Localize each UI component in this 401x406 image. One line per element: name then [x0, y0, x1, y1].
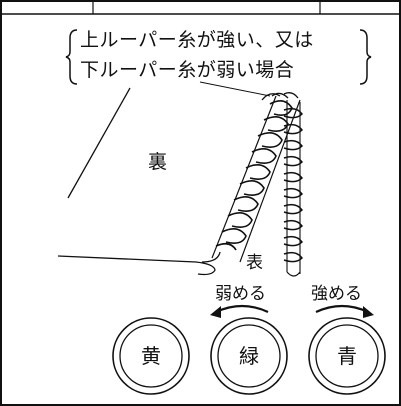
dial-yellow-label: 黄: [141, 344, 161, 368]
weaken-label: 弱める: [215, 284, 266, 304]
dial-green: [210, 317, 288, 395]
caption-leader-line: [199, 81, 271, 97]
looper-stitch-chain: [211, 92, 301, 263]
caption-bracket-right: [359, 29, 372, 85]
caption-line-1: 上ルーパー糸が強い、又は: [80, 29, 314, 51]
fabric-bottom-edge: [57, 255, 216, 276]
caption-line-2: 下ルーパー糸が弱い場合: [80, 59, 295, 81]
back-side-label: 裏: [148, 151, 168, 173]
fabric-corner: [201, 251, 221, 263]
dial-green-label: 緑: [239, 344, 259, 368]
caption-bracket-left: [65, 29, 78, 85]
weaken-arrow-icon: [210, 304, 269, 318]
needle-stitch-coils: [283, 100, 303, 277]
dial-yellow: [112, 317, 190, 395]
strengthen-label: 強める: [311, 284, 362, 304]
fabric-outline: [57, 87, 221, 276]
front-side-label: 表: [246, 253, 263, 273]
strengthen-arrow-icon: [315, 304, 374, 318]
dial-blue: [308, 317, 386, 395]
fabric-fold-line: [67, 87, 131, 199]
dial-blue-label: 青: [337, 344, 357, 368]
